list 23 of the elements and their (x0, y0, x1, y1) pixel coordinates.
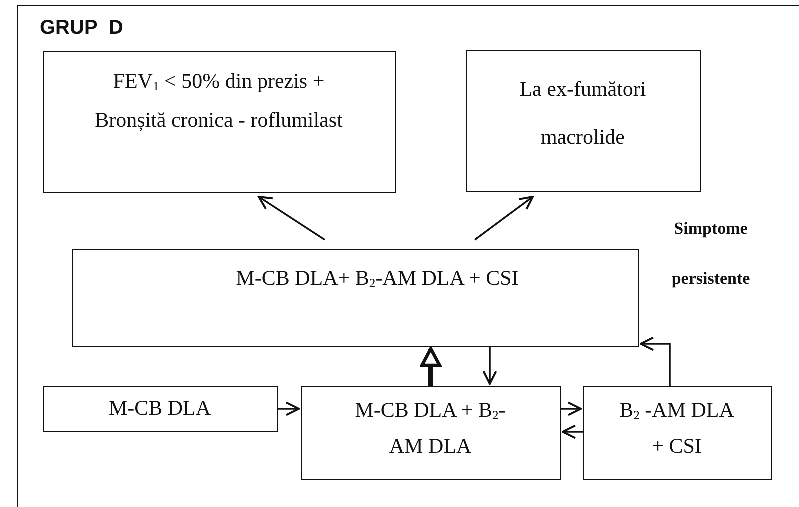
arrow (258, 196, 326, 241)
side-note: Simptome persistente (670, 218, 752, 290)
arrow (561, 402, 582, 416)
box-text: La ex-fumători macrolide (518, 76, 648, 150)
group-heading: GRUP D (40, 16, 124, 40)
box-text: B$_{2}$ -AM DLA + CSI (618, 396, 736, 460)
box-text: M-CB DLA+ B$_{2}$-AM DLA + CSI (235, 264, 520, 292)
arrow (482, 347, 498, 385)
treatment-box (42, 50, 396, 192)
treatment-box (466, 50, 700, 192)
arrow (278, 402, 300, 416)
thick-arrow (420, 347, 442, 386)
treatment-box (300, 386, 560, 480)
box-text: M-CB DLA (108, 394, 212, 420)
treatment-box (72, 248, 638, 346)
box-text: FEV$_{1}$ < 50% din prezis + Bronșită cronica - roflumilast (94, 68, 344, 134)
arrow (562, 424, 583, 440)
arrow (640, 336, 671, 386)
treatment-box (42, 386, 278, 432)
arrow (474, 196, 534, 241)
box-text: M-CB DLA + B$_{2}$-AM DLA (354, 396, 507, 460)
treatment-box (582, 386, 772, 480)
group-frame (17, 5, 799, 507)
